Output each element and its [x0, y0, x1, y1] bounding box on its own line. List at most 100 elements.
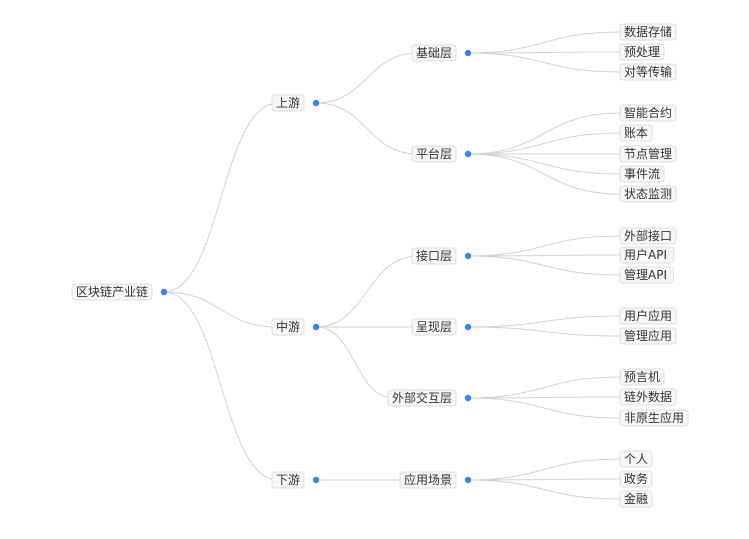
- expand-dot-icon[interactable]: [464, 49, 472, 57]
- node-label-box: [619, 145, 677, 163]
- leaf-node[interactable]: 用户应用: [619, 307, 677, 325]
- layer-node[interactable]: 接口层: [411, 247, 457, 265]
- tree-edges: [163, 31, 621, 500]
- node-label: 应用场景: [404, 472, 452, 487]
- node-label: 管理API: [624, 267, 667, 282]
- leaf-node[interactable]: 账本: [619, 124, 653, 142]
- node-label: 政务: [624, 471, 648, 486]
- tree-edge: [467, 153, 621, 175]
- leaf-node[interactable]: 事件流: [619, 165, 665, 183]
- expand-dot-icon[interactable]: [464, 394, 472, 402]
- node-label: 用户应用: [624, 308, 672, 323]
- expand-dot-icon[interactable]: [312, 323, 320, 331]
- node-label-box: [619, 104, 677, 122]
- leaf-node[interactable]: 外部接口: [619, 227, 677, 245]
- leaf-node[interactable]: 非原生应用: [619, 409, 689, 427]
- leaf-node[interactable]: 智能合约: [619, 104, 677, 122]
- node-label: 区块链产业链: [76, 284, 148, 299]
- node-label-box: [619, 327, 677, 345]
- tree-edge: [467, 315, 621, 328]
- leaf-node[interactable]: 金融: [619, 490, 653, 508]
- stream-node[interactable]: 中游: [271, 318, 305, 336]
- tree-edge: [467, 254, 621, 257]
- expand-dot-icon[interactable]: [464, 150, 472, 158]
- node-label: 个人: [624, 452, 648, 466]
- node-label: 外部交互层: [392, 390, 452, 405]
- node-label-box: [619, 43, 665, 61]
- layer-node[interactable]: 平台层: [411, 145, 457, 163]
- leaf-node[interactable]: 状态监测: [619, 185, 677, 203]
- node-label-box: [619, 124, 653, 142]
- leaf-node[interactable]: 预言机: [619, 368, 665, 386]
- node-label-box: [619, 388, 677, 406]
- root-node[interactable]: 区块链产业链: [71, 283, 153, 301]
- leaf-node[interactable]: 数据存储: [619, 23, 677, 41]
- stream-node[interactable]: 下游: [271, 471, 305, 489]
- node-label-box: [619, 368, 665, 386]
- tree-edge: [467, 396, 621, 399]
- node-label: 智能合约: [624, 105, 672, 120]
- leaf-node[interactable]: 管理API: [619, 266, 675, 284]
- leaf-node[interactable]: 对等传输: [619, 63, 677, 81]
- layer-node[interactable]: 基础层: [411, 44, 457, 62]
- tree-edge: [467, 255, 621, 276]
- tree-edge: [467, 458, 621, 481]
- node-label: 金融: [624, 491, 648, 506]
- tree-edge: [315, 326, 395, 399]
- node-label-box: [619, 63, 677, 81]
- node-label: 用户API: [624, 247, 667, 262]
- leaf-node[interactable]: 预处理: [619, 43, 665, 61]
- tree-edge: [467, 52, 621, 73]
- node-label: 下游: [276, 473, 300, 487]
- expand-dot-icon[interactable]: [464, 252, 472, 260]
- node-label: 上游: [276, 96, 300, 110]
- tree-edge: [315, 102, 419, 155]
- node-label: 非原生应用: [624, 410, 684, 425]
- tree-edge: [467, 51, 621, 54]
- expand-dot-icon[interactable]: [160, 288, 168, 296]
- node-label-box: [619, 23, 677, 41]
- node-label-box: [71, 283, 153, 301]
- tree-edge: [467, 153, 621, 195]
- leaf-node[interactable]: 节点管理: [619, 145, 677, 163]
- node-label-box: [271, 471, 305, 489]
- leaf-node[interactable]: 链外数据: [619, 388, 677, 406]
- node-label: 节点管理: [624, 146, 672, 161]
- tree-edge: [467, 478, 621, 481]
- node-label-box: [387, 389, 457, 407]
- node-label-box: [271, 94, 305, 112]
- node-label: 事件流: [624, 167, 660, 181]
- node-label: 账本: [624, 126, 648, 140]
- layer-node[interactable]: 外部交互层: [387, 389, 457, 407]
- node-label: 预言机: [624, 370, 660, 384]
- node-label: 预处理: [624, 45, 660, 59]
- node-label-box: [271, 318, 305, 336]
- tree-edge: [315, 255, 419, 328]
- node-label-box: [619, 450, 653, 468]
- expand-dot-icon[interactable]: [464, 476, 472, 484]
- node-label: 对等传输: [624, 64, 672, 79]
- leaf-node[interactable]: 用户API: [619, 246, 675, 264]
- node-label-box: [619, 165, 665, 183]
- node-label-box: [411, 44, 457, 62]
- node-label: 管理应用: [624, 328, 672, 343]
- node-label-box: [619, 409, 689, 427]
- expand-dot-icon[interactable]: [312, 99, 320, 107]
- node-label-box: [619, 185, 677, 203]
- node-label: 呈现层: [416, 320, 452, 334]
- tree-edge: [163, 291, 279, 328]
- layer-node[interactable]: 应用场景: [399, 471, 457, 489]
- tree-edge: [163, 291, 279, 481]
- node-label-box: [619, 266, 675, 284]
- tree-edge: [467, 397, 621, 419]
- leaf-node[interactable]: 管理应用: [619, 327, 677, 345]
- layer-node[interactable]: 呈现层: [411, 318, 457, 336]
- stream-node[interactable]: 上游: [271, 94, 305, 112]
- leaf-node[interactable]: 个人: [619, 450, 653, 468]
- expand-dot-icon[interactable]: [312, 476, 320, 484]
- expand-dot-icon[interactable]: [464, 323, 472, 331]
- tree-edge: [467, 31, 621, 54]
- leaf-node[interactable]: 政务: [619, 470, 653, 488]
- node-label: 中游: [276, 319, 300, 334]
- tree-edge: [467, 479, 621, 500]
